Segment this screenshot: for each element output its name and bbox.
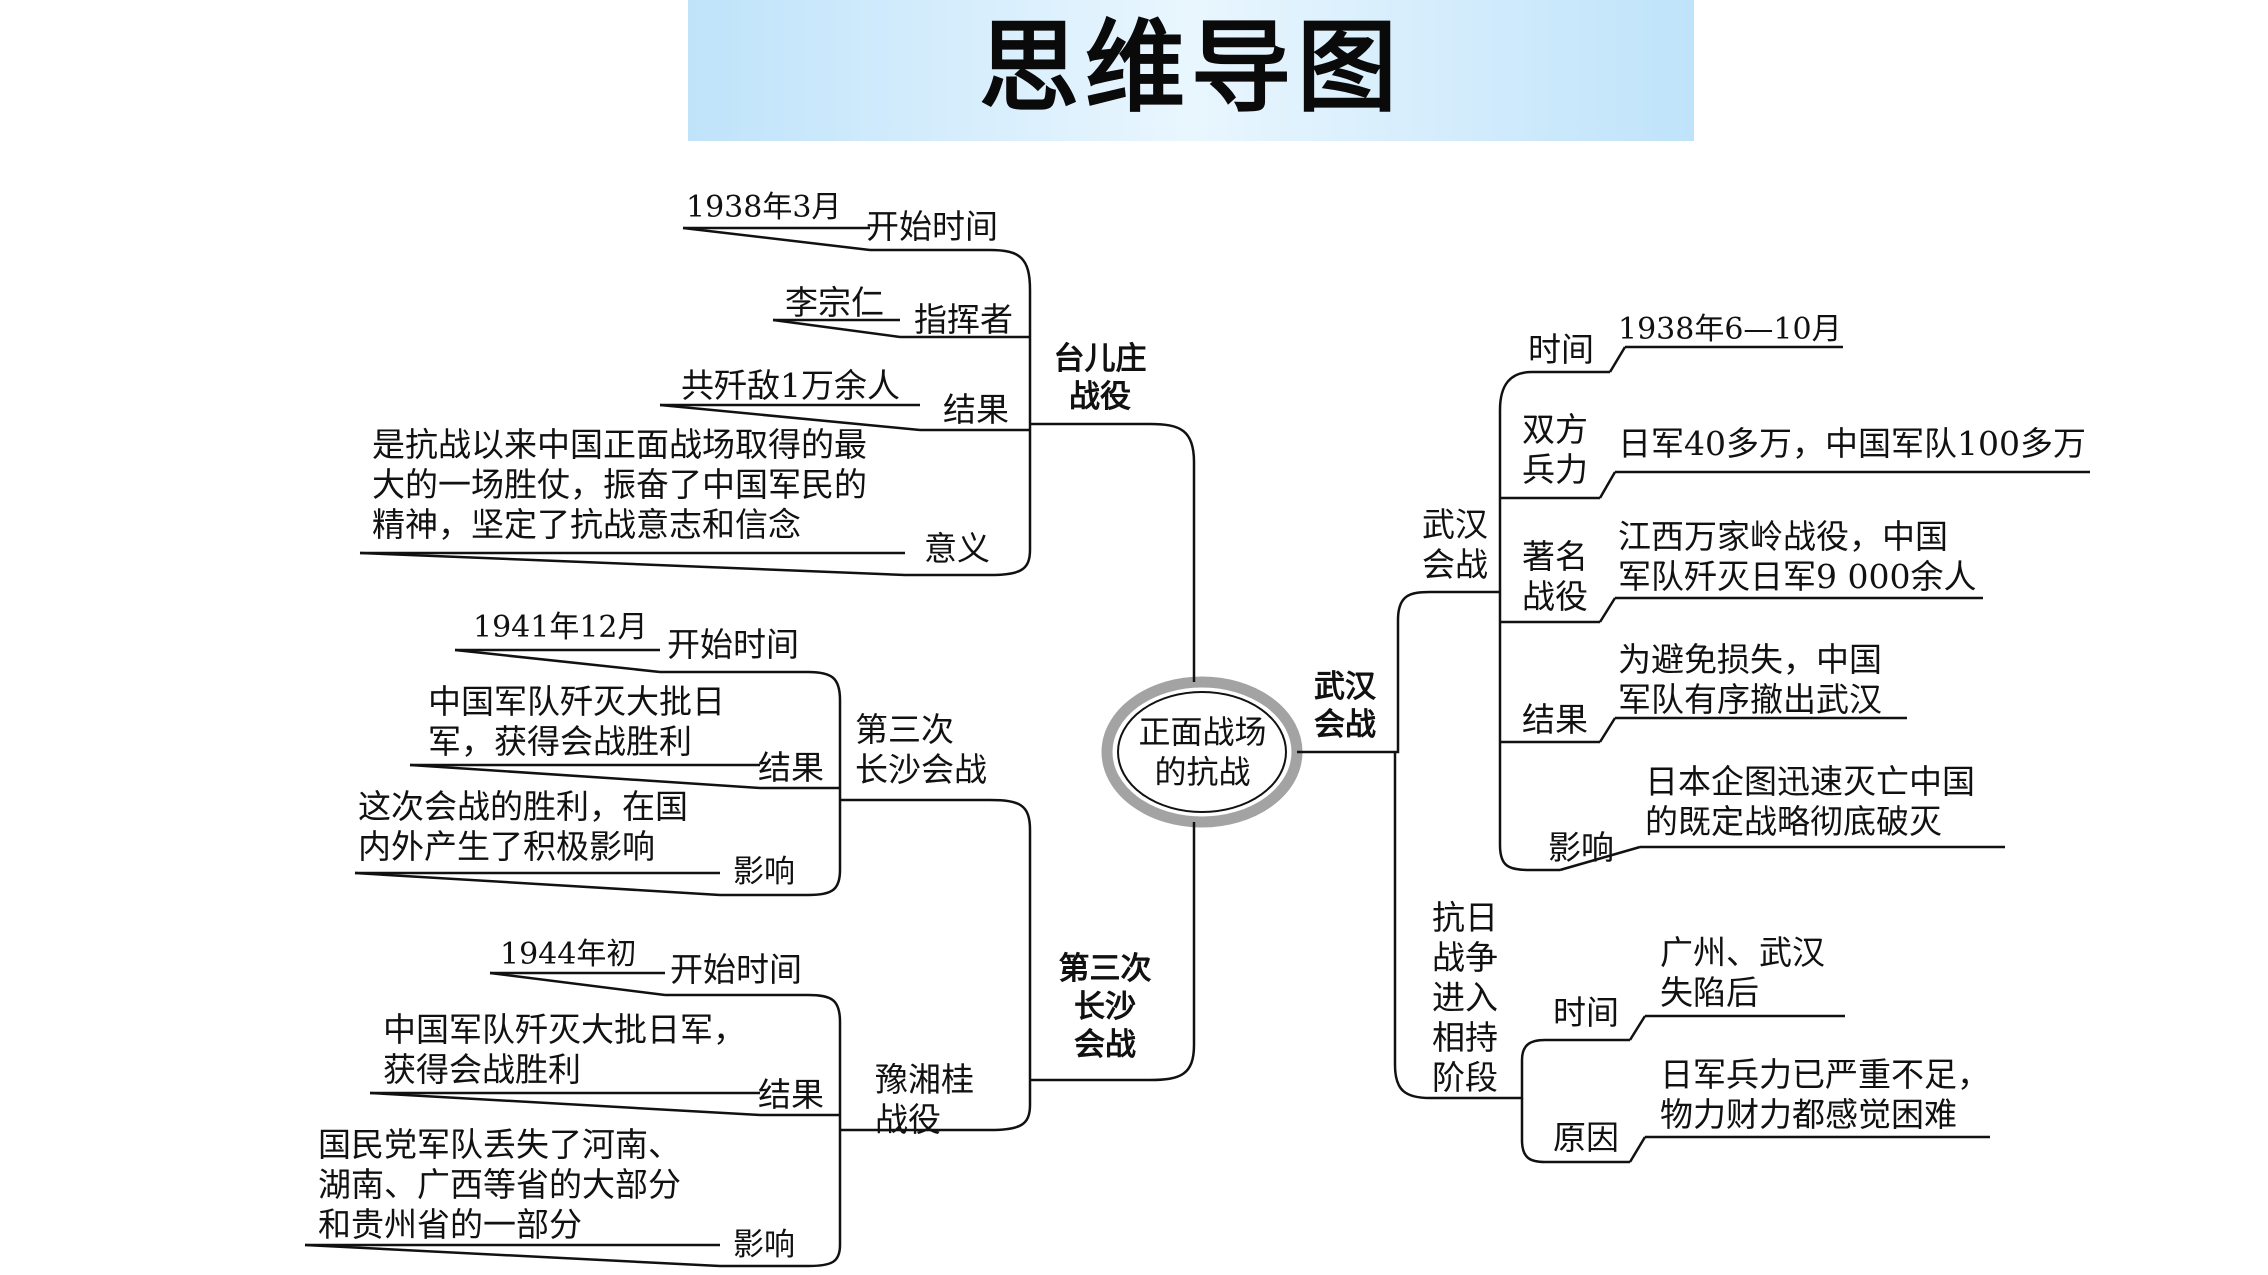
value-taierzhuang-start: 1938年3月 <box>686 190 842 225</box>
label-taierzhuang-result: 结果 <box>943 390 1009 429</box>
label-yuxianggui-result: 结果 <box>758 1075 824 1114</box>
label-changsha-start: 开始时间 <box>667 625 799 664</box>
value-changsha-start: 1941年12月 <box>473 610 648 645</box>
label-stalemate-reason: 原因 <box>1553 1118 1619 1157</box>
label-taierzhuang-meaning: 意义 <box>924 529 990 568</box>
node-changsha-battle: 第三次 长沙会战 <box>855 710 987 789</box>
value-wuhan-forces: 日军40多万，中国军队100多万 <box>1618 424 2086 463</box>
center-node: 正面战场 的抗战 <box>1138 713 1267 791</box>
node-stalemate: 抗日 战争 进入 相持 阶段 <box>1432 898 1498 1097</box>
node-changsha3: 第三次 长沙 会战 <box>1058 951 1152 1063</box>
label-wuhan-time: 时间 <box>1528 330 1594 369</box>
label-taierzhuang-start: 开始时间 <box>866 207 998 246</box>
node-wuhan: 武汉 会战 <box>1314 669 1376 743</box>
center-ring-inner <box>1117 691 1287 813</box>
value-changsha-result: 中国军队歼灭大批日 军，获得会战胜利 <box>428 682 725 761</box>
value-wuhan-famous: 江西万家岭战役，中国 军队歼灭日军9 000余人 <box>1618 517 1977 596</box>
value-changsha-impact: 这次会战的胜利，在国 内外产生了积极影响 <box>358 787 688 866</box>
value-wuhan-result: 为避免损失，中国 军队有序撤出武汉 <box>1618 640 1882 719</box>
value-taierzhuang-result: 共歼敌1万余人 <box>681 366 900 405</box>
value-wuhan-time: 1938年6—10月 <box>1618 312 1842 347</box>
value-yuxianggui-impact: 国民党军队丢失了河南、 湖南、广西等省的大部分 和贵州省的一部分 <box>318 1125 681 1244</box>
label-stalemate-time: 时间 <box>1553 993 1619 1032</box>
label-changsha-result: 结果 <box>758 748 824 787</box>
label-wuhan-forces: 双方 兵力 <box>1522 410 1588 489</box>
title-banner: 思维导图 <box>688 0 1694 141</box>
label-taierzhuang-commander: 指挥者 <box>914 300 1013 339</box>
value-yuxianggui-result: 中国军队歼灭大批日军， 获得会战胜利 <box>383 1010 746 1089</box>
label-wuhan-impact: 影响 <box>1548 828 1614 867</box>
label-yuxianggui-start: 开始时间 <box>670 950 802 989</box>
page-title: 思维导图 <box>979 9 1403 126</box>
value-stalemate-time: 广州、武汉 失陷后 <box>1660 933 1825 1012</box>
node-wuhan-battle: 武汉 会战 <box>1422 505 1488 584</box>
label-wuhan-result: 结果 <box>1522 700 1588 739</box>
value-taierzhuang-meaning: 是抗战以来中国正面战场取得的最 大的一场胜仗，振奋了中国军民的 精神，坚定了抗战… <box>372 425 867 544</box>
node-yuxianggui: 豫湘桂 战役 <box>875 1060 974 1139</box>
value-stalemate-reason: 日军兵力已严重不足， 物力财力都感觉困难 <box>1660 1055 1990 1134</box>
label-changsha-impact: 影响 <box>733 854 795 890</box>
line-center-to-taierzhuang <box>1030 422 1196 682</box>
label-wuhan-famous: 著名 战役 <box>1522 537 1588 616</box>
value-taierzhuang-commander: 李宗仁 <box>785 283 884 322</box>
value-yuxianggui-start: 1944年初 <box>500 937 637 972</box>
line-center-to-changsha3 <box>1030 822 1196 1082</box>
label-yuxianggui-impact: 影响 <box>733 1227 795 1263</box>
value-wuhan-impact: 日本企图迅速灭亡中国 的既定战略彻底破灭 <box>1645 762 1975 841</box>
line-taierzhuang-trunk <box>870 248 1032 424</box>
node-taierzhuang: 台儿庄 战役 <box>1053 341 1147 415</box>
